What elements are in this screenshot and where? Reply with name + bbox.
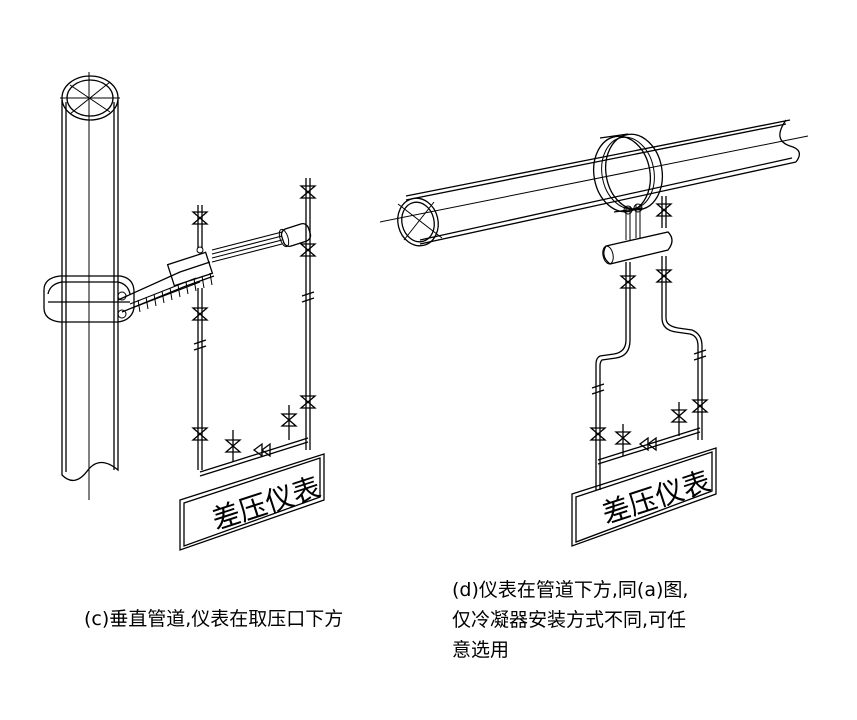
right-impulse-line-d — [655, 196, 709, 440]
impulse-tap-arm — [117, 231, 283, 313]
valve-manifold-d — [597, 402, 701, 465]
right-impulse-line — [299, 178, 317, 450]
figure-c: 差压仪表 — [43, 72, 325, 551]
valve-manifold — [199, 405, 309, 477]
caption-figure-c: (c)垂直管道,仪表在取压口下方 — [84, 608, 344, 630]
caption-figure-d: (d)仪表在管道下方,同(a)图, 仅冷凝器安装方式不同,可任 意选用 — [452, 575, 688, 665]
dp-meter-label-c: 差压仪表 — [208, 471, 325, 537]
dp-meter-label-d: 差压仪表 — [598, 465, 715, 531]
caption-d-line-3: 意选用 — [452, 639, 510, 661]
condenser-chamber-d — [602, 231, 673, 265]
vertical-pipe — [60, 72, 120, 500]
pipe-clamp-d — [592, 133, 664, 213]
figure-d: 差压仪表 — [379, 119, 809, 547]
dp-meter-panel-d: 差压仪表 — [571, 447, 717, 547]
tap-tubes-d — [623, 203, 643, 240]
pipe-clamp — [43, 275, 135, 323]
caption-d-line-1: (d)仪表在管道下方,同(a)图, — [452, 579, 689, 601]
left-impulse-line — [191, 205, 209, 470]
condenser-chamber — [278, 223, 312, 248]
horizontal-pipe — [379, 119, 809, 247]
caption-d-line-2: 仅冷凝器安装方式不同,可任 — [452, 609, 687, 631]
left-impulse-line-d — [589, 262, 637, 490]
